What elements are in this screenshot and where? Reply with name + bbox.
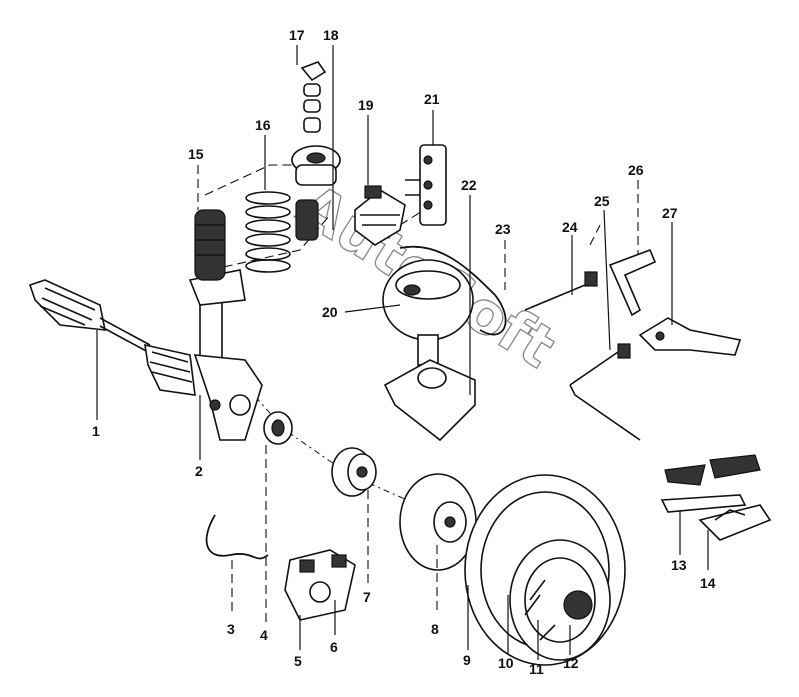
caliper-part xyxy=(284,549,356,621)
callout-18: 18 xyxy=(323,27,339,43)
vacuum-hose-part xyxy=(399,245,507,336)
callout-21: 21 xyxy=(424,91,440,107)
callout-14: 14 xyxy=(700,575,716,591)
brake-disc-part xyxy=(399,473,477,571)
strut-knuckle-part xyxy=(188,269,263,441)
top-mount-stack-part xyxy=(291,61,341,241)
bracket-part xyxy=(608,248,657,317)
callout-5: 5 xyxy=(294,653,302,669)
callout-27: 27 xyxy=(662,205,678,221)
callout-20: 20 xyxy=(322,304,338,320)
callout-19: 19 xyxy=(358,97,374,113)
callout-3: 3 xyxy=(227,621,235,637)
wheel-assembly-part xyxy=(464,474,626,666)
drive-shaft-part xyxy=(28,279,196,396)
callout-25: 25 xyxy=(594,193,610,209)
pedal-lever-part xyxy=(638,317,742,356)
hub-part xyxy=(331,447,377,497)
control-module-part xyxy=(354,185,406,246)
brake-hose-part xyxy=(205,514,269,560)
callout-2: 2 xyxy=(195,463,203,479)
bearing-part xyxy=(263,411,293,445)
sensor-wire-part xyxy=(524,271,598,311)
cable-part xyxy=(569,343,641,441)
master-cylinder-part xyxy=(405,144,447,226)
callout-15: 15 xyxy=(188,146,204,162)
callout-13: 13 xyxy=(671,557,687,573)
callout-labels: 1 2 3 4 5 6 7 8 9 10 11 12 13 14 15 16 1… xyxy=(92,27,716,677)
callout-10: 10 xyxy=(498,655,514,671)
callout-12: 12 xyxy=(563,655,579,671)
callout-26: 26 xyxy=(628,162,644,178)
pedal-box-part xyxy=(660,454,772,541)
callout-22: 22 xyxy=(461,177,477,193)
callout-24: 24 xyxy=(562,219,578,235)
leader-lines xyxy=(96,45,709,660)
callout-8: 8 xyxy=(431,621,439,637)
brake-booster-part xyxy=(382,259,476,442)
callout-17: 17 xyxy=(289,27,305,43)
callout-7: 7 xyxy=(363,589,371,605)
callout-9: 9 xyxy=(463,652,471,668)
callout-23: 23 xyxy=(495,221,511,237)
callout-11: 11 xyxy=(529,661,544,677)
callout-1: 1 xyxy=(92,423,100,439)
callout-4: 4 xyxy=(260,627,268,643)
dust-boot-part xyxy=(194,209,226,281)
callout-6: 6 xyxy=(330,639,338,655)
callout-16: 16 xyxy=(255,117,271,133)
coil-spring-part xyxy=(245,191,291,273)
